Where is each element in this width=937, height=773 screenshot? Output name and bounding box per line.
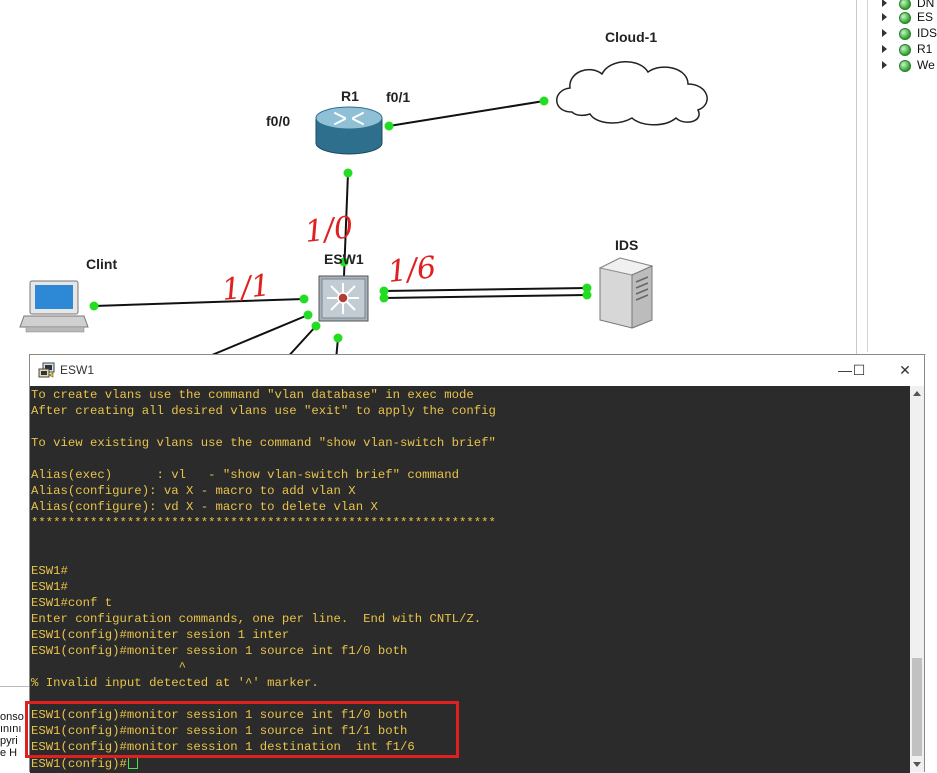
close-button[interactable]: ✕ [899,362,911,378]
link-clint-esw1[interactable] [93,298,305,307]
status-led-icon [899,60,911,72]
server-icon [598,257,654,329]
link-dots [89,96,592,343]
terminal-line: % Invalid input detected at '^' marker. [31,676,319,690]
client-device[interactable]: Clint [19,256,117,333]
status-led-icon [899,0,911,10]
terminal-line: After creating all desired vlans use "ex… [31,404,496,418]
router-label: R1 [341,88,359,104]
terminal-line: Enter configuration commands, one per li… [31,612,482,626]
router-icon [315,106,383,155]
console-pane-line: pyri [0,735,18,747]
terminal-line: Alias(exec) : vl - "show vlan-switch bri… [31,468,460,482]
expand-arrow-icon[interactable] [882,13,887,21]
cloud-icon [556,61,708,126]
link-dot [379,286,389,296]
status-led-icon [899,44,911,56]
terminal-line: Alias(configure): va X - macro to add vl… [31,484,356,498]
laptop-icon [19,280,89,333]
link-esw1-down-1[interactable] [199,314,309,361]
annotation-1-0: 1/0 [303,210,355,250]
annotation-1-6: 1/6 [386,250,438,290]
annotations: 1/0 1/1 1/6 [220,210,438,308]
minimize-button[interactable]: — [838,362,852,378]
link-dot [582,283,592,293]
summary-node-name: R1 [917,42,933,56]
link-esw1-ids-a[interactable] [383,287,588,292]
console-pane-line: e H [0,747,18,759]
terminal-line: ESW1(config)#moniter session 1 source in… [31,644,408,658]
link-dot [539,96,549,106]
terminal-line: ESW1#conf t [31,596,113,610]
terminal-line: Alias(configure): vd X - macro to delete… [31,500,378,514]
router-device[interactable]: R1 f0/0 f0/1 [266,88,410,155]
switch-icon [318,275,369,322]
links [93,100,588,361]
terminal-line: ESW1# [31,564,68,578]
switch-label: ESW1 [324,251,364,267]
status-led-icon [899,12,911,24]
terminal-line: ESW1(config)#monitor session 1 source in… [31,708,408,722]
annotation-1-1: 1/1 [220,268,272,308]
link-esw1-ids-b[interactable] [383,294,588,299]
console-titlebar[interactable]: ESW1 — ☐ ✕ [30,355,924,386]
red-highlight-box [25,701,459,758]
switch-device[interactable]: ESW1 [318,251,369,322]
summary-node-name: DN [917,0,935,10]
link-dot [303,310,313,320]
link-dot [379,293,389,303]
console-pane-line: onso [0,711,24,723]
link-dot [384,121,394,131]
expand-arrow-icon[interactable] [882,29,887,37]
ids-label: IDS [615,237,638,253]
link-dot [89,301,99,311]
topology-summary-panel: DN ES IDS R1 We [856,0,937,355]
terminal-line: ESW1(config)#monitor session 1 source in… [31,724,408,738]
terminal-line: ESW1(config)#monitor session 1 destinati… [31,740,415,754]
port-label-f00: f0/0 [266,113,290,129]
client-label: Clint [86,256,117,272]
console-window[interactable]: ESW1 — ☐ ✕ To create vlans use the comma… [25,354,925,773]
link-dot [333,333,343,343]
summary-node-name: ES [917,10,934,24]
expand-arrow-icon[interactable] [882,61,887,69]
cloud-device[interactable]: Cloud-1 [556,29,708,126]
cloud-label: Cloud-1 [605,29,657,45]
terminal-line: ^ [31,660,186,674]
maximize-button[interactable]: ☐ [852,362,866,378]
terminal-line: To create vlans use the command "vlan da… [31,388,474,402]
terminal-line: To view existing vlans use the command "… [31,436,496,450]
scroll-up-arrow-icon[interactable] [913,391,921,396]
expand-arrow-icon[interactable] [882,45,887,53]
link-r1-cloud[interactable] [388,100,545,127]
topology-summary-list: DN ES IDS R1 We [867,0,937,352]
terminal-line: ****************************************… [31,516,496,530]
link-dot [582,290,592,300]
console-title: ESW1 [60,363,95,377]
link-dot [299,294,309,304]
scroll-down-arrow-icon[interactable] [913,762,921,767]
expand-arrow-icon[interactable] [882,0,887,7]
link-dot [339,257,349,267]
terminal-prompt: ESW1(config)# [31,757,127,771]
terminal-output[interactable]: To create vlans use the command "vlan da… [25,386,910,773]
scrollbar-thumb[interactable] [912,658,922,756]
summary-node-name: We [917,58,935,72]
ids-device[interactable]: IDS [598,237,654,329]
link-dot [343,168,353,178]
terminal-line: ESW1(config)#moniter sesion 1 inter [31,628,290,642]
putty-icon [38,362,55,378]
link-dot [311,321,321,331]
terminal-scrollbar[interactable] [910,386,924,772]
status-led-icon [899,28,911,40]
terminal-line: ESW1# [31,580,68,594]
port-label-f01: f0/1 [386,89,410,105]
summary-node-name: IDS [917,26,937,40]
console-pane-line: ınını [0,723,22,735]
